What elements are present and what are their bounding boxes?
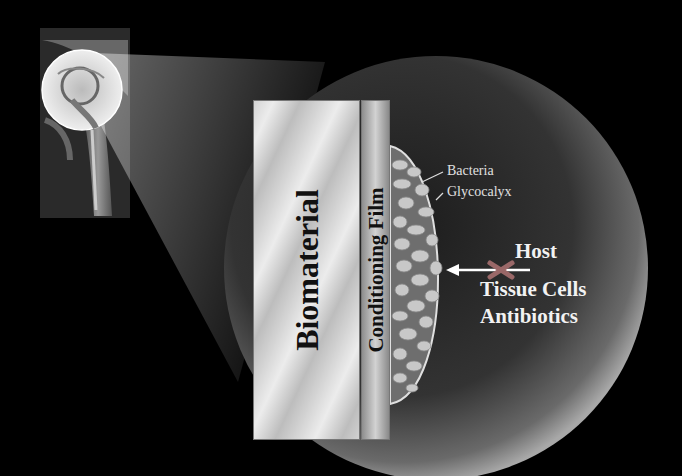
femoral-head [58, 68, 104, 128]
bar-title: Biomaterial [288, 189, 325, 351]
bar-title: Conditioning Film [363, 187, 388, 352]
agent-label: Host [515, 239, 557, 264]
biomaterial-bar: Biomaterial [253, 100, 360, 440]
leader-line [422, 172, 443, 182]
agent-label: Tissue Cells [480, 277, 586, 302]
magnified-view [224, 56, 648, 476]
biofilm [390, 146, 442, 404]
conditioning-film-bar: Conditioning Film [361, 100, 390, 440]
agent-label: Antibiotics [480, 304, 578, 329]
magnifier-lens [42, 50, 122, 130]
leader-line [436, 193, 443, 200]
blocked-arrow [446, 263, 530, 277]
part-label: Glycocalyx [447, 184, 512, 200]
part-label: Bacteria [447, 163, 494, 179]
